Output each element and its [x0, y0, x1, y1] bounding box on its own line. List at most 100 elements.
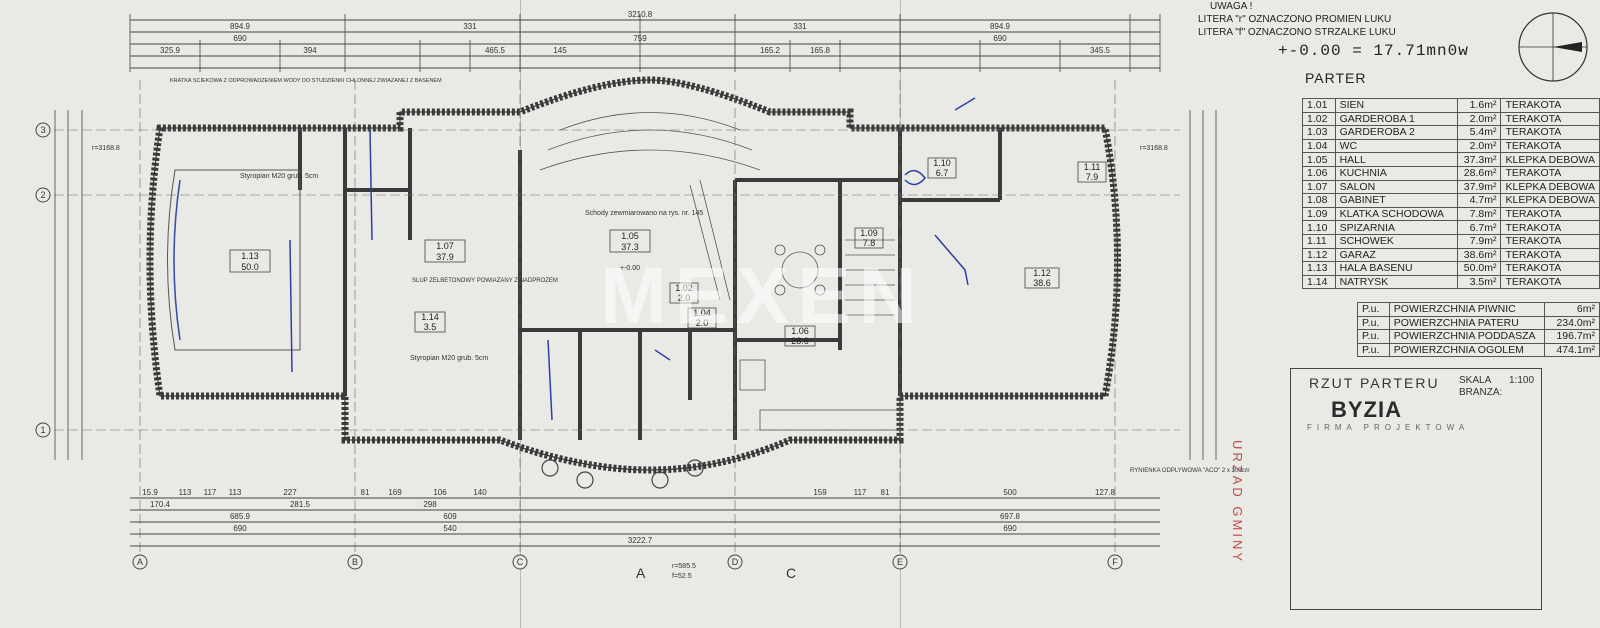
room-area-cell: 3.5m²: [1457, 274, 1502, 290]
room-floor-cell: KLEPKA DEBOWA: [1500, 152, 1600, 167]
grid-row-label: 1: [40, 425, 45, 435]
porch-columns: [541, 459, 704, 489]
room-tags: 1.13 50.0 1.07 37.9 1.05 37.3 1.14 3.5 1…: [229, 157, 1107, 347]
room-area-cell: 2.0m²: [1457, 111, 1502, 127]
dim-label: 540: [443, 524, 457, 533]
room-area-cell: 37.3m²: [1457, 152, 1502, 167]
side-dimension-chains: [54, 110, 1217, 460]
area-pu-cell: P.u.: [1357, 329, 1390, 344]
dim-label: 331: [793, 22, 807, 31]
dim-label: 281.5: [290, 500, 311, 509]
area-label-cell: POWIERZCHNIA PATERU: [1388, 315, 1545, 331]
room-no-cell: 1.10: [1302, 220, 1336, 235]
room-name-cell: WC: [1334, 138, 1459, 154]
room-area-cell: 6.7m²: [1457, 220, 1502, 235]
axis-label: A: [137, 557, 143, 567]
axis-label: D: [732, 557, 739, 567]
room-name-cell: GARDEROBA 1: [1334, 111, 1459, 127]
bottom-dimension-labels: 15.9 113 117 113 227 81 169 106 140 159 …: [142, 488, 1115, 545]
room-tag-no: 1.04: [693, 308, 711, 318]
room-floor-cell: TERAKOTA: [1500, 220, 1600, 235]
room-no-cell: 1.03: [1302, 125, 1336, 140]
radius-note: r=3168.8: [1140, 145, 1168, 152]
company-logo: BYZIA: [1331, 397, 1402, 422]
branza-label: BRANZA:: [1459, 387, 1503, 398]
dim-label: 165.2: [760, 46, 781, 55]
room-no-cell: 1.12: [1302, 247, 1336, 263]
office-stamp: URZAD GMINY: [1230, 440, 1245, 564]
floor-label: PARTER: [1305, 70, 1367, 86]
room-name-cell: GABINET: [1334, 193, 1459, 208]
dim-label: 759: [633, 34, 647, 43]
dim-label: 690: [993, 34, 1007, 43]
dim-label: 685.9: [230, 512, 251, 521]
room-area-cell: 28.6m²: [1457, 165, 1502, 181]
room-no-cell: 1.14: [1302, 274, 1336, 290]
room-tag-no: 1.10: [933, 158, 951, 168]
room-area-cell: 1.6m²: [1457, 98, 1502, 113]
room-tag-no: 1.14: [421, 312, 439, 322]
dim-label: 159: [813, 488, 827, 497]
room-tag-no: 1.07: [436, 241, 454, 251]
room-floor-cell: KLEPKA DEBOWA: [1500, 179, 1600, 195]
dim-label: 117: [854, 488, 867, 497]
drawing-title: RZUT PARTERU: [1309, 375, 1440, 391]
dim-label: 117: [204, 488, 217, 497]
arc-height-note: f=52.5: [672, 573, 692, 580]
room-name-cell: SPIZARNIA: [1334, 220, 1459, 235]
dim-label: 331: [463, 22, 477, 31]
room-floor-cell: TERAKOTA: [1500, 98, 1600, 113]
watermark: MEXEN: [600, 251, 925, 340]
room-no-cell: 1.06: [1302, 165, 1336, 181]
grid-row-label: 3: [40, 125, 45, 135]
room-floor-cell: TERAKOTA: [1500, 274, 1600, 290]
room-name-cell: SIEN: [1334, 98, 1459, 113]
room-floor-cell: TERAKOTA: [1500, 165, 1600, 181]
axis-bubbles: [35, 122, 1123, 570]
dim-label: 145: [553, 46, 567, 55]
area-pu-cell: P.u.: [1357, 315, 1390, 331]
room-no-cell: 1.07: [1302, 179, 1336, 195]
room-tag-area: 37.3: [621, 242, 639, 252]
room-floor-cell: KLEPKA DEBOWA: [1500, 193, 1600, 208]
area-label-cell: POWIERZCHNIA PODDASZA: [1388, 329, 1545, 344]
room-tag-no: 1.11: [1084, 162, 1101, 172]
dim-label: 81: [361, 488, 370, 497]
room-floor-cell: TERAKOTA: [1500, 233, 1600, 249]
room-name-cell: KLATKA SCHODOWA: [1334, 206, 1459, 222]
room-floor-cell: TERAKOTA: [1500, 125, 1600, 140]
room-no-cell: 1.13: [1302, 261, 1336, 276]
dim-label: 690: [233, 524, 247, 533]
room-no-cell: 1.01: [1302, 98, 1336, 113]
room-area-cell: 50.0m²: [1457, 261, 1502, 276]
dim-label: 609: [443, 512, 457, 521]
room-tag-area: 7.8: [863, 238, 876, 248]
room-area-cell: 4.7m²: [1457, 193, 1502, 208]
room-no-cell: 1.09: [1302, 206, 1336, 222]
area-value-cell: 6m²: [1543, 302, 1600, 317]
axis-bubble-labels: A B C D E F 3 2 1: [40, 125, 1118, 567]
stairs-note: Schody zewmiarowano na rys. nr. 145: [585, 210, 703, 217]
room-name-cell: GARDEROBA 2: [1334, 125, 1459, 140]
area-label-cell: POWIERZCHNIA OGOLEM: [1388, 342, 1545, 358]
room-no-cell: 1.04: [1302, 138, 1336, 154]
grid-axes: [40, 80, 1180, 560]
room-tag-no: 1.13: [241, 251, 259, 261]
dim-label: 127.8: [1095, 488, 1116, 497]
room-floor-cell: TERAKOTA: [1500, 138, 1600, 154]
room-tag-area: 3.5: [424, 322, 437, 332]
room-name-cell: KUCHNIA: [1334, 165, 1459, 181]
